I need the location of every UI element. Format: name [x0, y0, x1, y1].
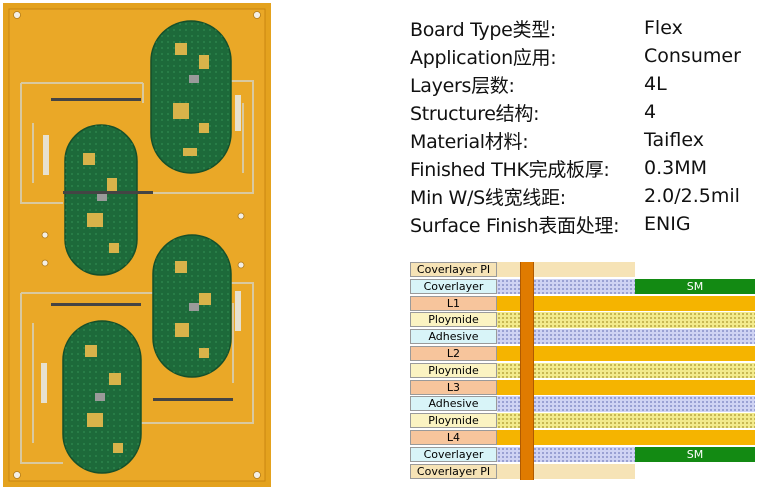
spec-value: 4L: [644, 73, 667, 95]
spec-label: Structure结构:: [410, 102, 540, 125]
spec-label: Layers层数:: [410, 74, 515, 97]
stackup-layer-label: Coverlayer PI: [410, 463, 497, 479]
spec-row: Surface Finish表面处理: ENIG: [410, 210, 755, 238]
stackup-layer-band: [497, 295, 755, 311]
stackup-layer-label: L3: [410, 379, 497, 395]
stackup-layer-label: L1: [410, 295, 497, 311]
stackup-layer-band: [497, 379, 755, 395]
spec-value: Flex: [644, 17, 683, 39]
stackup-layer-label: L4: [410, 430, 497, 445]
stackup-layer-band: [497, 413, 755, 429]
spec-value: 2.0/2.5mil: [644, 185, 740, 207]
stackup-layer-band: [497, 430, 755, 446]
stackup-layer-label: Ploymide: [410, 312, 497, 328]
spec-label: Min W/S线宽线距:: [410, 186, 566, 209]
spec-row: Structure结构: 4: [410, 98, 755, 126]
spec-row: Material材料: Taiflex: [410, 126, 755, 154]
stackup-layer-band: [497, 346, 755, 362]
stackup-layer-band: [497, 262, 635, 278]
flex-pcb-photo: [3, 3, 271, 487]
spec-value: ENIG: [644, 213, 691, 235]
solder-mask-band: [635, 278, 755, 295]
stackup-layer-label: Ploymide: [410, 362, 497, 378]
stackup-layer-band: [497, 396, 755, 412]
spec-row: Layers层数: 4L: [410, 70, 755, 98]
stackup-layer-label: Ploymide: [410, 413, 497, 429]
stackup-layer-label: Adhesive: [410, 396, 497, 412]
spec-label: Material材料:: [410, 130, 529, 153]
stackup-layer-label: L2: [410, 346, 497, 361]
stackup-layer-band: [497, 329, 755, 345]
stackup-layer-band: [497, 362, 755, 379]
spec-row: Application应用: Consumer: [410, 42, 755, 70]
spec-label: Application应用:: [410, 46, 557, 69]
spec-row: Finished THK完成板厚: 0.3MM: [410, 154, 755, 182]
spec-value: 4: [644, 101, 657, 123]
solder-mask-band: [635, 446, 755, 463]
stackup-layer-label: Coverlayer: [410, 446, 497, 462]
solder-mask-label: SM: [686, 447, 704, 461]
stackup-layer-label: Coverlayer PI: [410, 262, 497, 277]
stackup-layer-band: [497, 312, 755, 328]
spec-value: Taiflex: [644, 129, 704, 151]
plated-via: [520, 262, 534, 481]
stackup-layer-band: [497, 463, 635, 479]
stackup-layer-label: Coverlayer: [410, 278, 497, 294]
solder-mask-label: SM: [686, 279, 704, 293]
spec-value: 0.3MM: [644, 157, 708, 179]
spec-label: Board Type类型:: [410, 18, 557, 41]
spec-row: Board Type类型: Flex: [410, 14, 755, 42]
spec-label: Surface Finish表面处理:: [410, 214, 620, 237]
stackup-layer-label: Adhesive: [410, 329, 497, 345]
spec-value: Consumer: [644, 45, 741, 67]
spec-label: Finished THK完成板厚:: [410, 158, 610, 181]
spec-row: Min W/S线宽线距: 2.0/2.5mil: [410, 182, 755, 210]
